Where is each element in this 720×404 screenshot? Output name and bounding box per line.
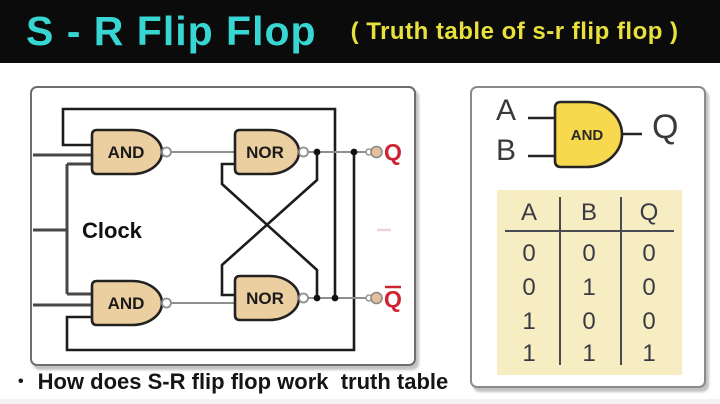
and2-bubble	[161, 297, 172, 309]
output-terminals	[365, 145, 383, 305]
gate-bubbles	[161, 146, 309, 309]
gate-labels: AND AND NOR NOR	[108, 143, 284, 313]
cross-wire-qbar-to-nor1	[220, 162, 319, 298]
nor2-bubble	[298, 292, 309, 304]
gate-bodies	[90, 128, 301, 327]
and-gate-top	[90, 128, 164, 176]
page-subtitle: ( Truth table of s-r flip flop )	[350, 17, 679, 45]
bullet-icon: •	[18, 373, 24, 390]
table-cell: 1	[522, 340, 536, 367]
clock-wire	[33, 162, 92, 296]
table-cell: 1	[582, 274, 596, 301]
nor1-bubble	[298, 146, 309, 158]
qbar-label: Q	[384, 286, 402, 312]
table-header-a: A	[520, 199, 537, 226]
table-cell: 0	[522, 240, 536, 267]
table-cell: 0	[522, 274, 536, 301]
and-gate-symbol: AND	[528, 100, 642, 169]
table-cell: 1	[582, 340, 596, 367]
table-cell: 0	[642, 308, 656, 335]
page-title: S - R Flip Flop	[26, 8, 317, 54]
circuit-diagram: AND AND NOR NOR Clock Q Q	[33, 107, 402, 352]
table-cell: 0	[642, 274, 656, 301]
circuit-diagram-panel: AND AND NOR NOR Clock Q Q	[30, 86, 416, 366]
demo-and-gate-label: AND	[571, 127, 604, 144]
clock-label: Clock	[82, 218, 143, 243]
table-cell: 0	[582, 240, 596, 267]
and1-label: AND	[108, 143, 145, 162]
q-terminal	[370, 145, 383, 159]
truth-table: A B Q 0 0 0 0 1 0 1 0 0 1 1 1	[497, 190, 682, 375]
table-header-b: B	[580, 199, 597, 226]
table-divider-1	[559, 197, 561, 365]
table-divider-2	[620, 197, 622, 365]
cross-wire-q-to-nor2	[220, 152, 319, 297]
caption-text: How does S-R flip flop work truth table	[37, 369, 449, 394]
table-header-q: Q	[639, 199, 659, 226]
q-label: Q	[384, 139, 402, 165]
output-q-label: Q	[652, 108, 679, 146]
circuit-wires	[61, 107, 356, 352]
and-gate-bottom	[90, 279, 164, 327]
nor-gate-top	[233, 128, 301, 176]
and2-label: AND	[108, 294, 145, 313]
truth-table-panel: A B AND Q A B Q 0 0 0 0 1 0 1 0	[470, 86, 706, 388]
input-wires	[33, 153, 92, 307]
input-b-label: B	[496, 134, 517, 167]
bottom-feedback-wire	[65, 152, 356, 352]
nor1-label: NOR	[246, 143, 284, 162]
table-cell: 0	[582, 308, 596, 335]
input-a-label: A	[496, 94, 517, 127]
bottom-strip	[0, 399, 720, 404]
header-bar: S - R Flip Flop ( Truth table of s-r fli…	[0, 0, 720, 63]
qbar-terminal	[370, 291, 383, 305]
junction-dots	[313, 148, 358, 302]
top-feedback-wire	[61, 107, 337, 298]
table-header-underline	[505, 230, 674, 232]
caption: • How does S-R flip flop work truth tabl…	[18, 369, 448, 395]
table-cell: 1	[642, 340, 656, 367]
demo-and-gate-body	[553, 100, 624, 169]
table-cell: 0	[642, 240, 656, 267]
table-cell: 1	[522, 308, 536, 335]
nor-gate-bottom	[233, 274, 301, 322]
nor2-label: NOR	[246, 289, 284, 308]
and1-bubble	[161, 146, 172, 158]
